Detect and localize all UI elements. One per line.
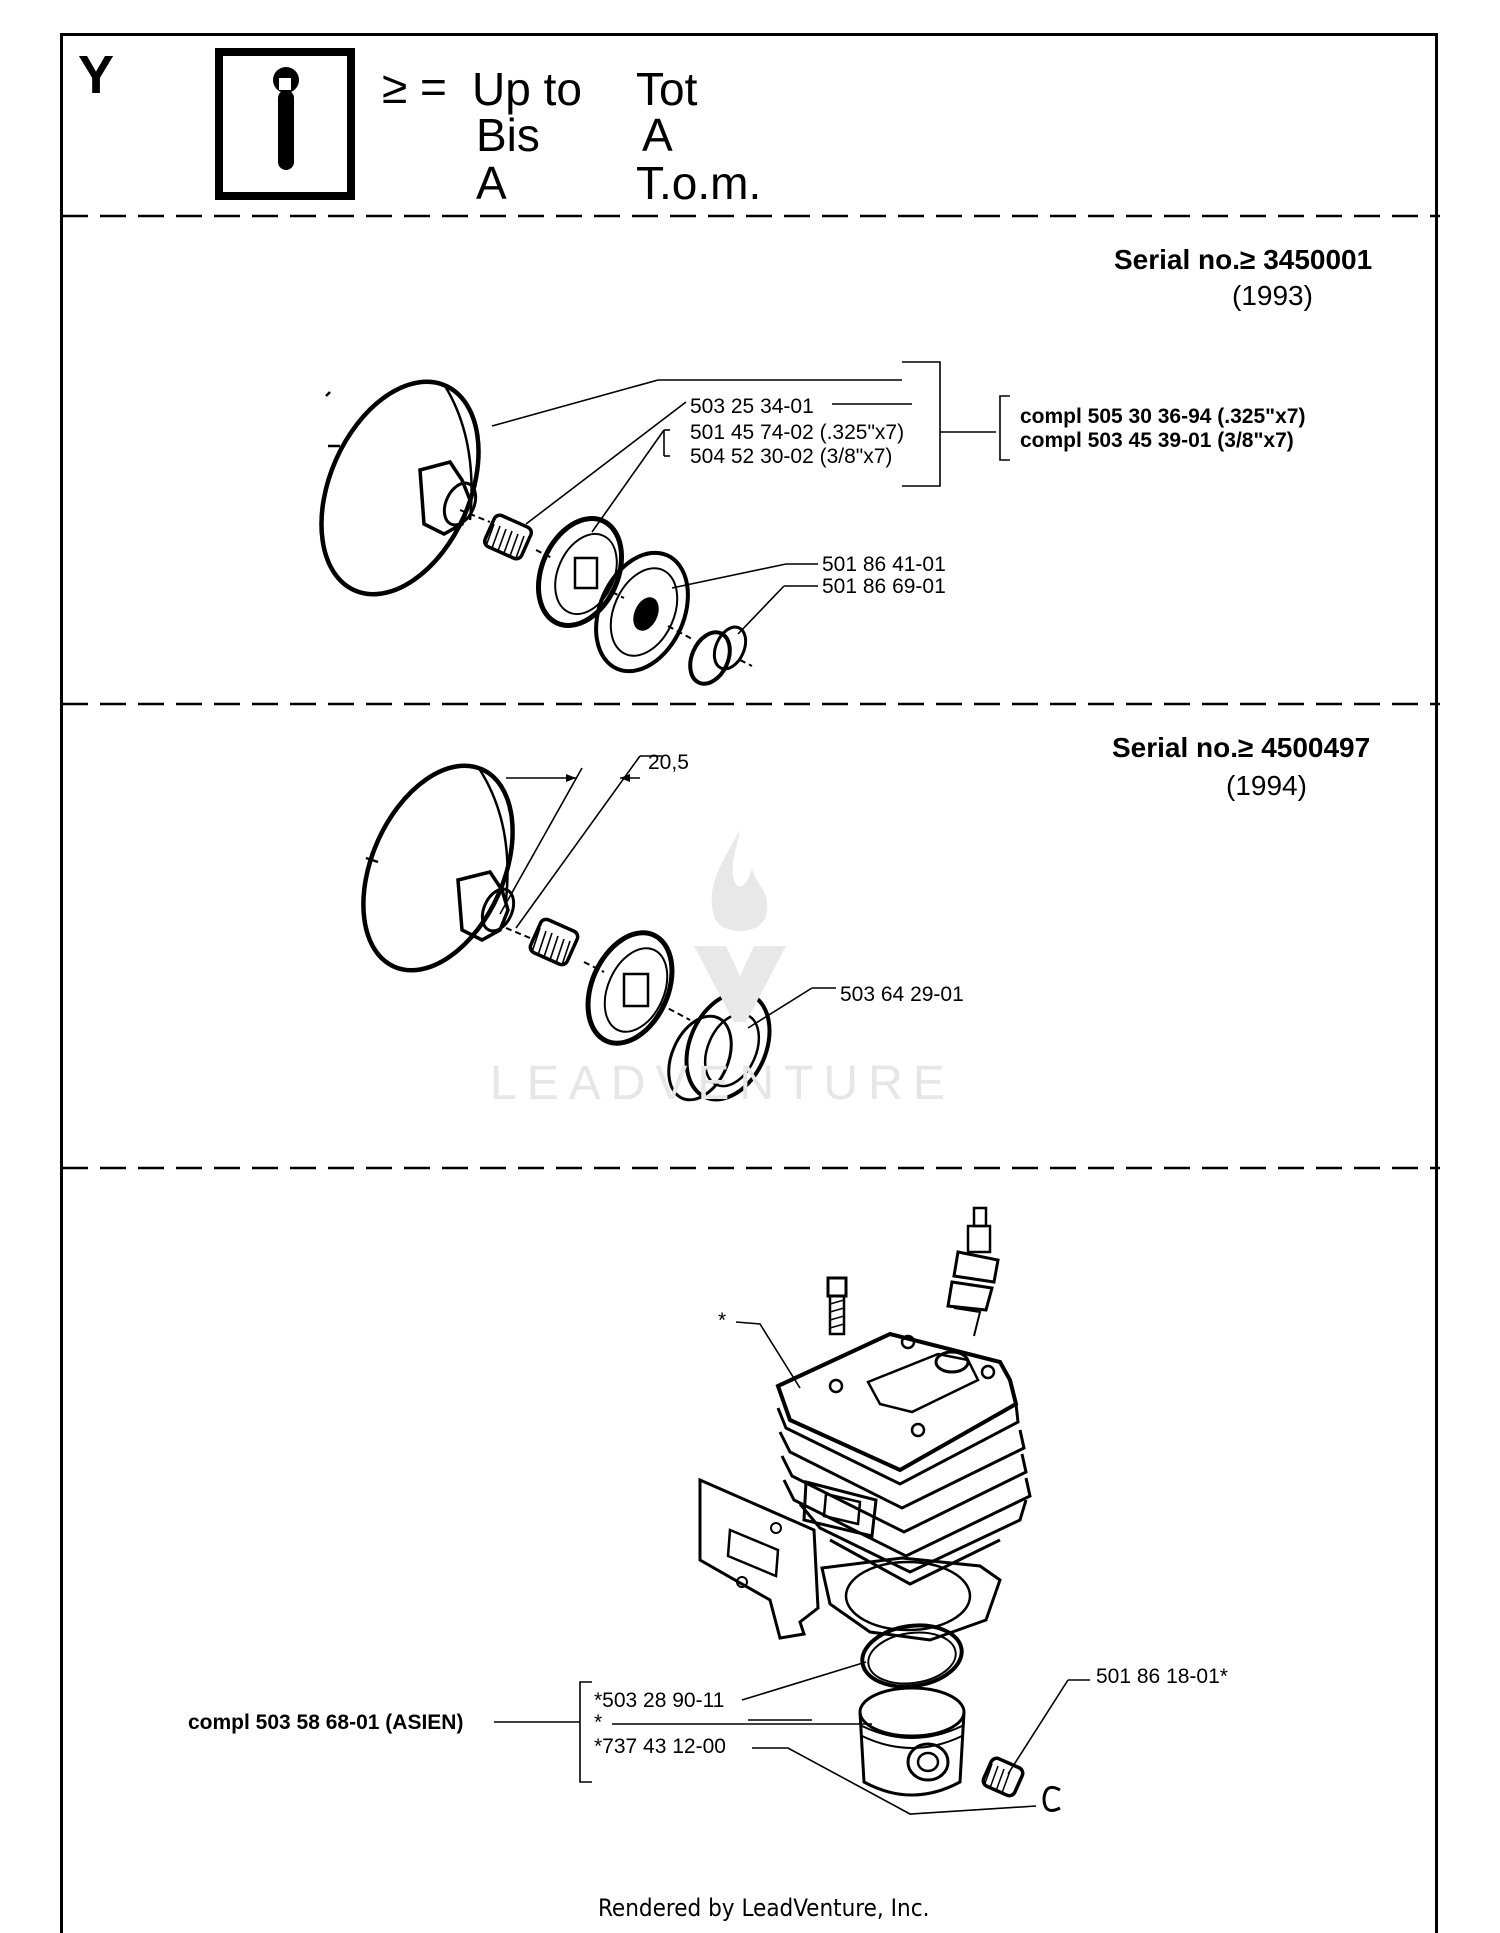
part-503-25-34-01: 503 25 34-01 <box>690 395 814 418</box>
year-1: (1993) <box>1232 280 1313 311</box>
legend-tot: Tot <box>636 63 698 115</box>
part-501-86-41-01: 501 86 41-01 <box>822 553 946 576</box>
serial-number-2: Serial no.≥ 4500497 <box>1112 732 1371 763</box>
section-letter: Y <box>78 45 115 105</box>
legend-up-to: Up to <box>472 63 582 115</box>
dimension-label: 20,5 <box>648 751 689 774</box>
footer-credit: Rendered by LeadVenture, Inc. <box>598 1894 930 1922</box>
part-503-28-90-11: *503 28 90-11 <box>594 1689 725 1712</box>
asterisk-cylinder: * <box>718 1309 727 1332</box>
serial-number-1: Serial no.≥ 3450001 <box>1114 244 1373 275</box>
legend-a-1: A <box>642 109 673 161</box>
legend-bis: Bis <box>476 109 540 161</box>
legend-tom: T.o.m. <box>636 157 762 209</box>
compl-503-58-68-01: compl 503 58 68-01 (ASIEN) <box>188 1711 464 1734</box>
part-501-86-69-01: 501 86 69-01 <box>822 575 946 598</box>
leadventure-watermark: LEADVENTURE <box>490 1057 955 1110</box>
legend-a-2: A <box>476 157 507 209</box>
year-2: (1994) <box>1226 770 1307 801</box>
wrench-info-icon <box>215 48 355 200</box>
part-501-86-18-01: 501 86 18-01* <box>1096 1665 1228 1688</box>
part-piston-asterisk: * <box>594 1711 603 1734</box>
legend-symbol: ≥ = <box>382 61 447 113</box>
part-504-52-30-02: 504 52 30-02 (3/8"x7) <box>690 445 893 468</box>
leadventure-logo-watermark <box>694 830 786 1022</box>
diagram-frame <box>60 33 1438 1933</box>
part-501-45-74-02: 501 45 74-02 (.325"x7) <box>690 421 905 444</box>
compl-503-45-39-01: compl 503 45 39-01 (3/8"x7) <box>1020 429 1294 452</box>
compl-505-30-36-94: compl 505 30 36-94 (.325"x7) <box>1020 405 1306 428</box>
part-503-64-29-01: 503 64 29-01 <box>840 983 964 1006</box>
part-737-43-12-00: *737 43 12-00 <box>594 1735 726 1758</box>
